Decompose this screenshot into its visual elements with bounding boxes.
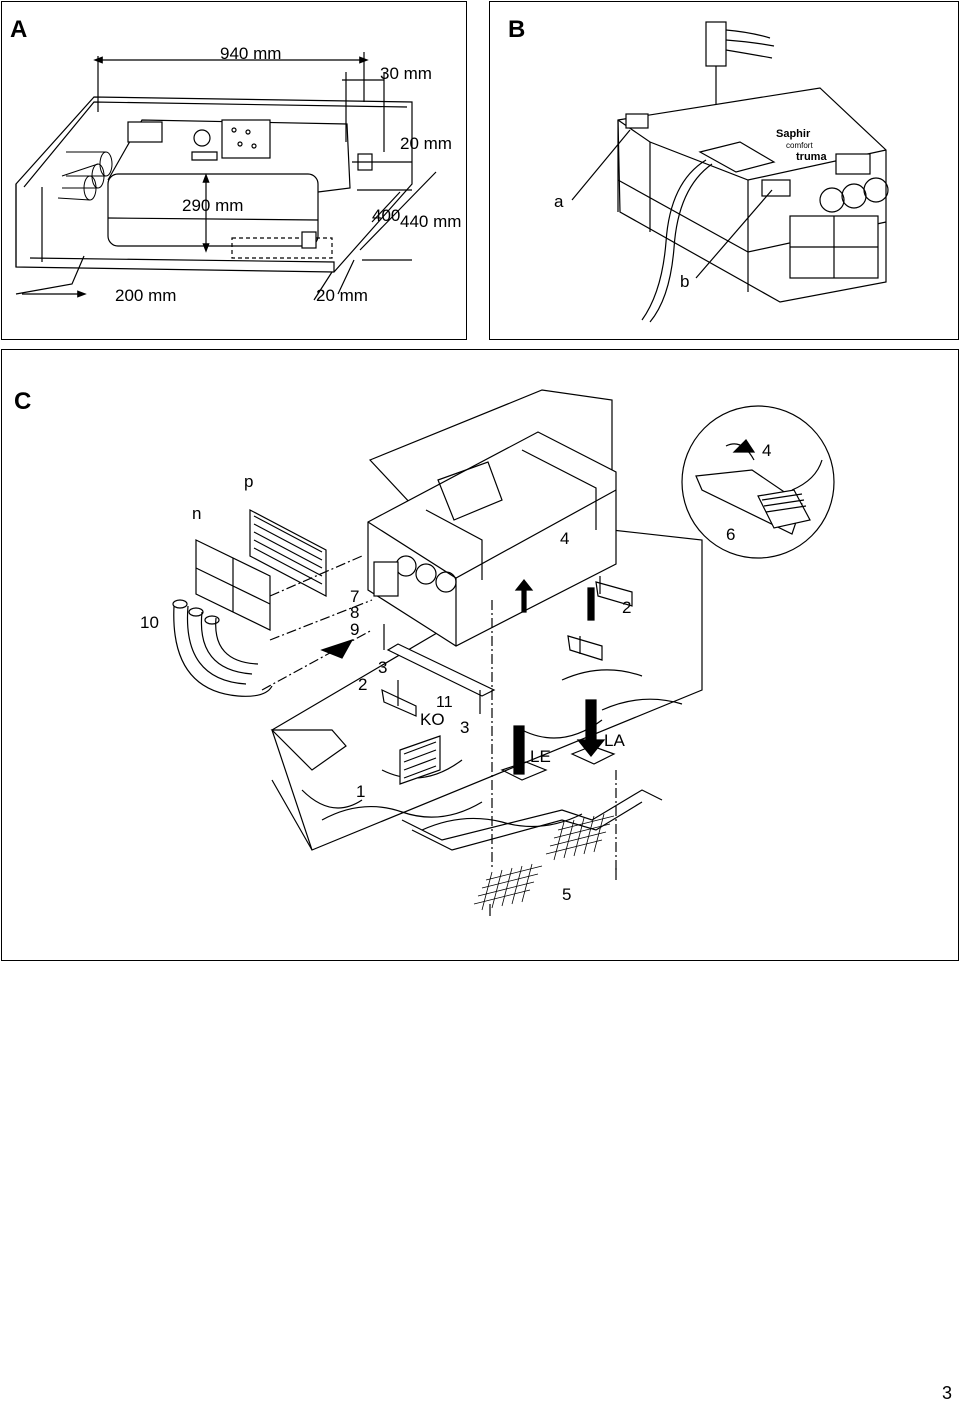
- dim-bottom-gap: 20 mm: [316, 286, 368, 305]
- dim-depth-inner: 400: [372, 206, 400, 225]
- label-9: 9: [350, 620, 359, 639]
- label-8: 8: [350, 603, 359, 622]
- maker-logo-text: truma: [796, 151, 827, 163]
- dim-rear-gap: 30 mm: [380, 64, 432, 83]
- label-7: 7: [350, 587, 359, 606]
- panel-a-drawing: 940 mm 30 mm 20 mm 290 mm 400 440 mm 200…: [15, 44, 461, 305]
- label-6: 6: [726, 525, 735, 544]
- label-1: 1: [356, 782, 365, 801]
- dim-front-clearance: 200 mm: [115, 286, 176, 305]
- page-number: 3: [941, 1383, 952, 1403]
- panel-c-drawing: p n 10 7 8 9 3 2 11 KO 3 1 LE LA 5 4 2 4…: [140, 389, 835, 916]
- panel-a-letter: A: [10, 16, 28, 43]
- label-4-unit: 4: [560, 529, 569, 548]
- dim-height: 290 mm: [182, 196, 243, 215]
- label-2-left: 2: [358, 675, 367, 694]
- label-3-left: 3: [378, 658, 387, 677]
- label-3-right: 3: [460, 718, 469, 737]
- panel-b-letter: B: [508, 16, 526, 43]
- dim-depth-outer: 440 mm: [400, 212, 461, 231]
- panel-c-letter: C: [14, 388, 32, 415]
- panel-c: C: [1, 349, 959, 961]
- label-la: LA: [604, 731, 625, 750]
- label-b: b: [680, 272, 689, 291]
- panel-a: A: [1, 1, 467, 340]
- brand-sub-text: comfort: [786, 141, 813, 150]
- panel-b-drawing: Saphir comfort truma a b: [554, 21, 889, 323]
- label-le: LE: [530, 747, 551, 766]
- label-4-detail: 4: [762, 441, 771, 460]
- label-p: p: [244, 472, 253, 491]
- label-10: 10: [140, 613, 159, 632]
- label-5: 5: [562, 885, 571, 904]
- label-n: n: [192, 504, 201, 523]
- brand-text: Saphir: [776, 128, 811, 140]
- label-a: a: [554, 192, 564, 211]
- panel-b: B: [489, 1, 959, 340]
- dim-overall-length: 940 mm: [220, 44, 281, 63]
- label-2-right: 2: [622, 598, 631, 617]
- dim-side-gap: 20 mm: [400, 134, 452, 153]
- label-ko: KO: [420, 710, 445, 729]
- label-11: 11: [436, 694, 453, 711]
